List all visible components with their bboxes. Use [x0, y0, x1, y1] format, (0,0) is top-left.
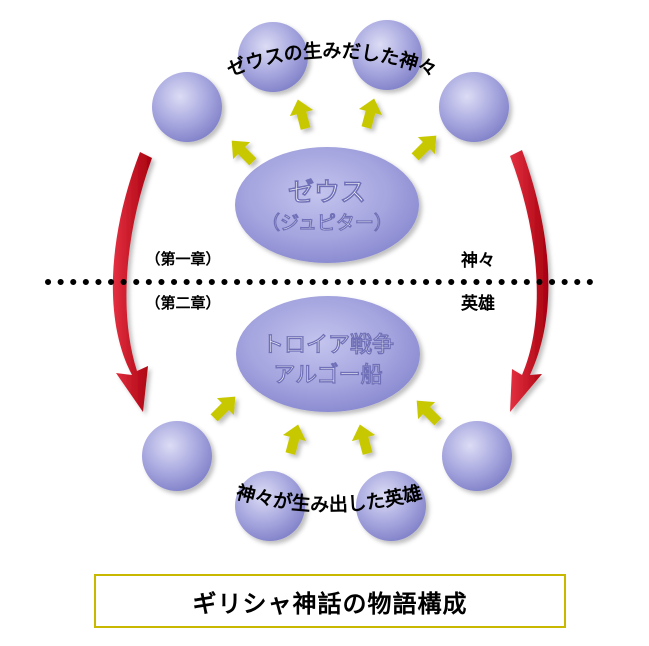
god-circle-4	[439, 72, 509, 142]
gods-label: 神々	[461, 250, 495, 271]
left-curved-arrow	[112, 152, 152, 412]
bottom-circles	[142, 421, 512, 541]
top-circles	[152, 20, 509, 142]
troy-oval	[236, 296, 420, 412]
god-circle-3	[352, 20, 422, 90]
arrow-in-1	[210, 396, 236, 422]
zeus-oval	[235, 147, 419, 263]
troy-subtitle: アルゴー船	[273, 362, 382, 388]
heroes-label: 英雄	[461, 293, 495, 314]
arrow-in-4	[416, 400, 442, 426]
zeus-title: ゼウス	[288, 178, 366, 208]
zeus-subtitle: （ジュピター）	[261, 211, 393, 234]
hero-circle-2	[235, 471, 305, 541]
hero-circle-1	[142, 421, 212, 491]
arrow-up-3	[358, 98, 383, 129]
arrow-in-2	[282, 424, 307, 455]
inward-arrows	[210, 396, 442, 455]
upward-arrows	[231, 98, 437, 166]
arrow-up-4	[411, 135, 437, 161]
troy-title: トロイア戦争	[262, 332, 394, 358]
arrow-up-1	[231, 140, 257, 166]
caption-box: ギリシャ神話の物語構成	[94, 574, 566, 628]
hero-circle-3	[356, 471, 426, 541]
hero-circle-4	[442, 421, 512, 491]
caption-text: ギリシャ神話の物語構成	[192, 589, 468, 618]
right-curved-arrow	[510, 150, 549, 412]
god-circle-2	[238, 22, 308, 92]
arrow-up-2	[289, 99, 314, 130]
chapter2-label: （第二章）	[145, 294, 220, 312]
god-circle-1	[152, 72, 222, 142]
arrow-in-3	[351, 424, 376, 455]
chapter1-label: （第一章）	[145, 250, 220, 268]
